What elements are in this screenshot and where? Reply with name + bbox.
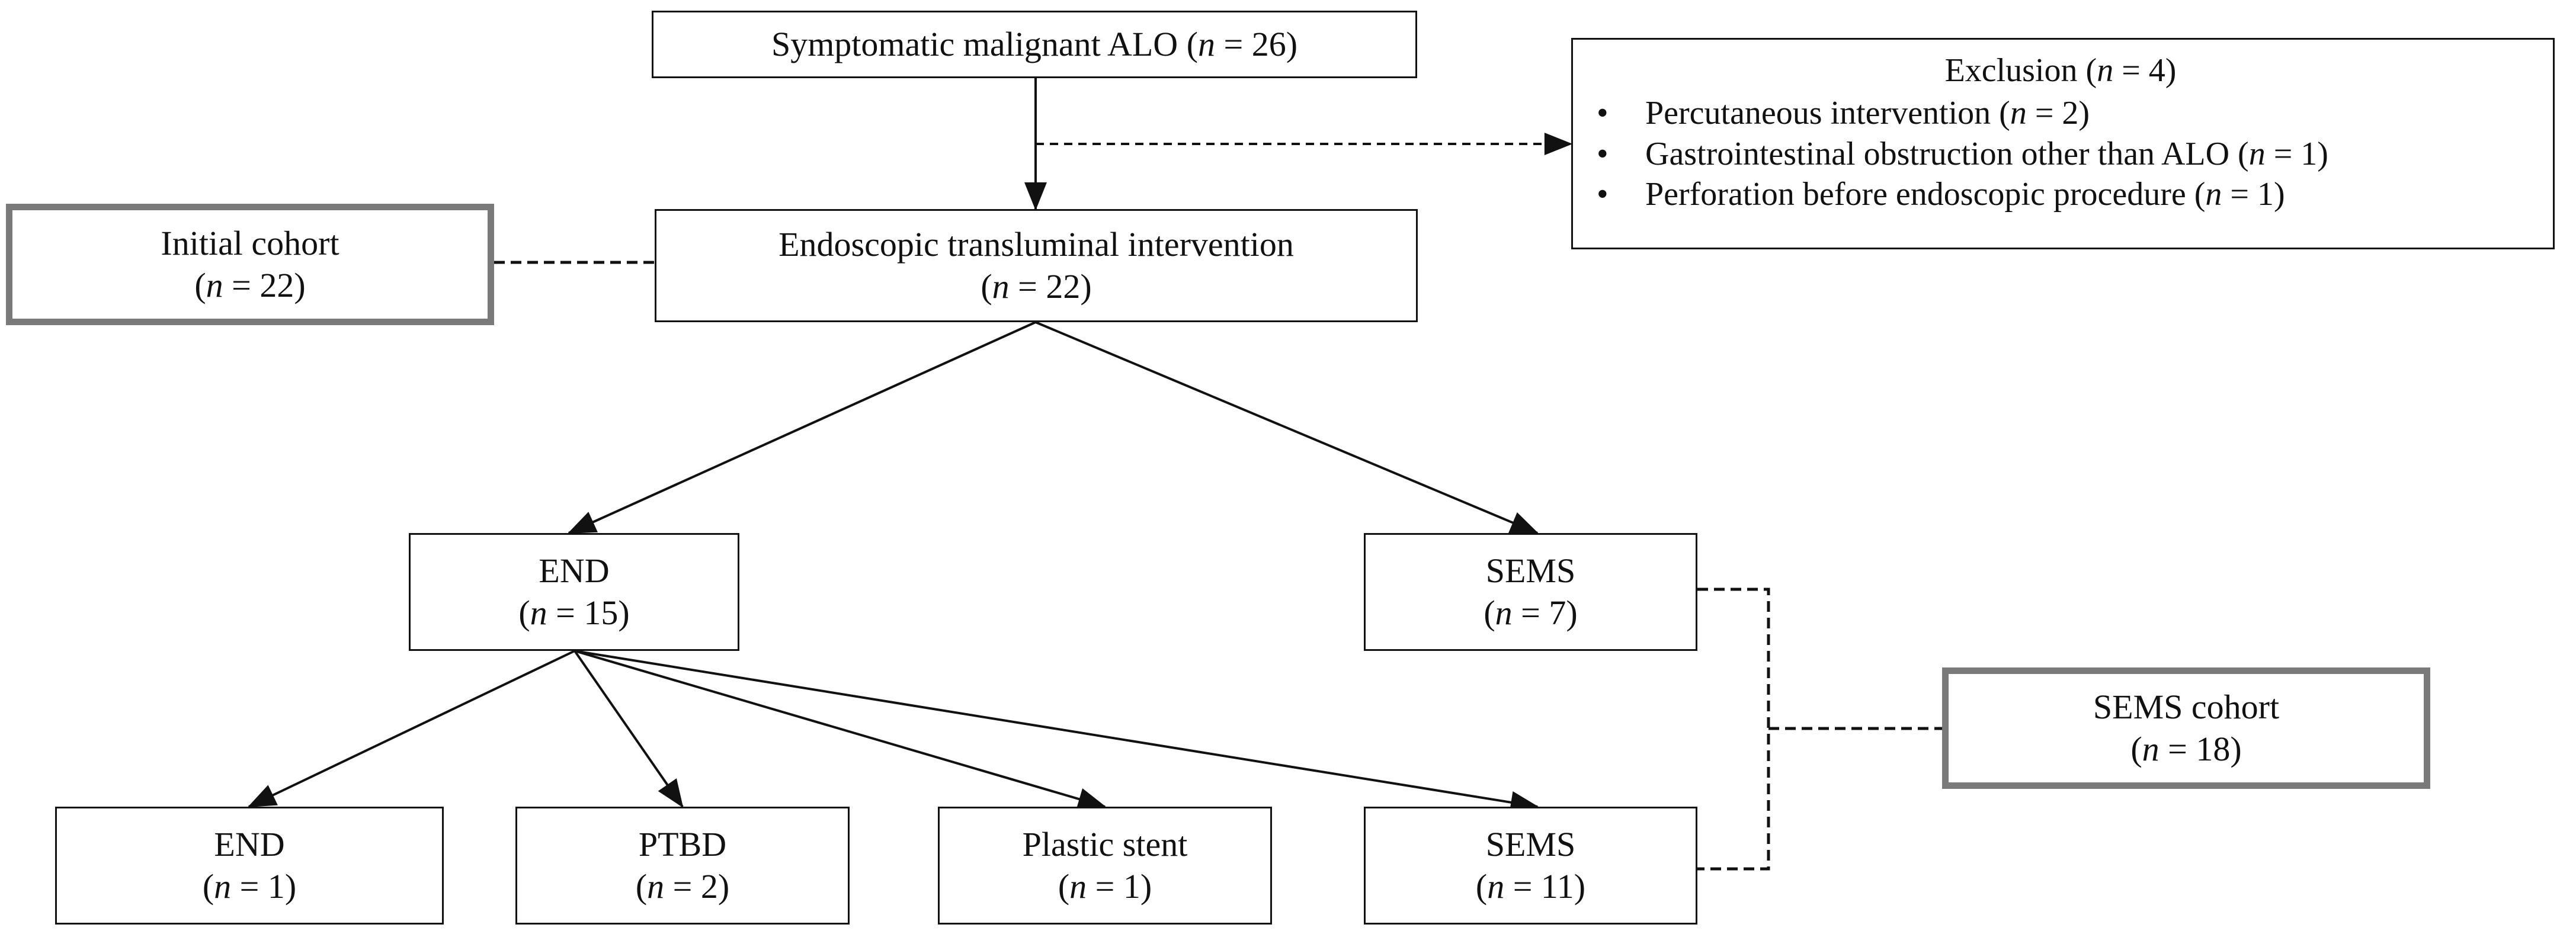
node-end: END (n = 15) bbox=[409, 533, 739, 651]
link-sems-cohort-bracket bbox=[1697, 588, 1770, 871]
node-sems: SEMS (n = 7) bbox=[1364, 533, 1697, 651]
node-end-sub: END (n = 1) bbox=[55, 807, 444, 925]
arrow-end-to-ptbd bbox=[573, 650, 684, 808]
node-plastic-stent: Plastic stent (n = 1) bbox=[938, 807, 1272, 925]
node-endoscopic-intervention: Endoscopic transluminal intervention (n … bbox=[655, 209, 1418, 322]
arrow-end-to-sems bbox=[574, 650, 1539, 814]
exclusion-item: Perforation before endoscopic procedure … bbox=[1592, 174, 2529, 215]
node-ptbd: PTBD (n = 2) bbox=[515, 807, 850, 925]
arrow-end-to-plastic bbox=[574, 650, 1107, 810]
node-sems-sub: SEMS (n = 11) bbox=[1364, 807, 1697, 925]
exclusion-item: Percutaneous intervention (n = 2) bbox=[1592, 93, 2529, 134]
node-symptomatic-alo: Symptomatic malignant ALO (n = 26) bbox=[652, 11, 1417, 78]
arrow-eti-to-end bbox=[567, 321, 1036, 534]
arrow-end-to-end bbox=[247, 650, 575, 808]
node-initial-cohort: Initial cohort (n = 22) bbox=[6, 204, 494, 325]
exclusion-item: Gastrointestinal obstruction other than … bbox=[1592, 134, 2529, 175]
node-exclusion: Exclusion (n = 4) Percutaneous intervent… bbox=[1571, 38, 2555, 249]
exclusion-list: Percutaneous intervention (n = 2) Gastro… bbox=[1592, 93, 2529, 214]
arrow-eti-to-sems bbox=[1035, 321, 1539, 534]
node-sems-cohort: SEMS cohort (n = 18) bbox=[1942, 667, 2430, 789]
